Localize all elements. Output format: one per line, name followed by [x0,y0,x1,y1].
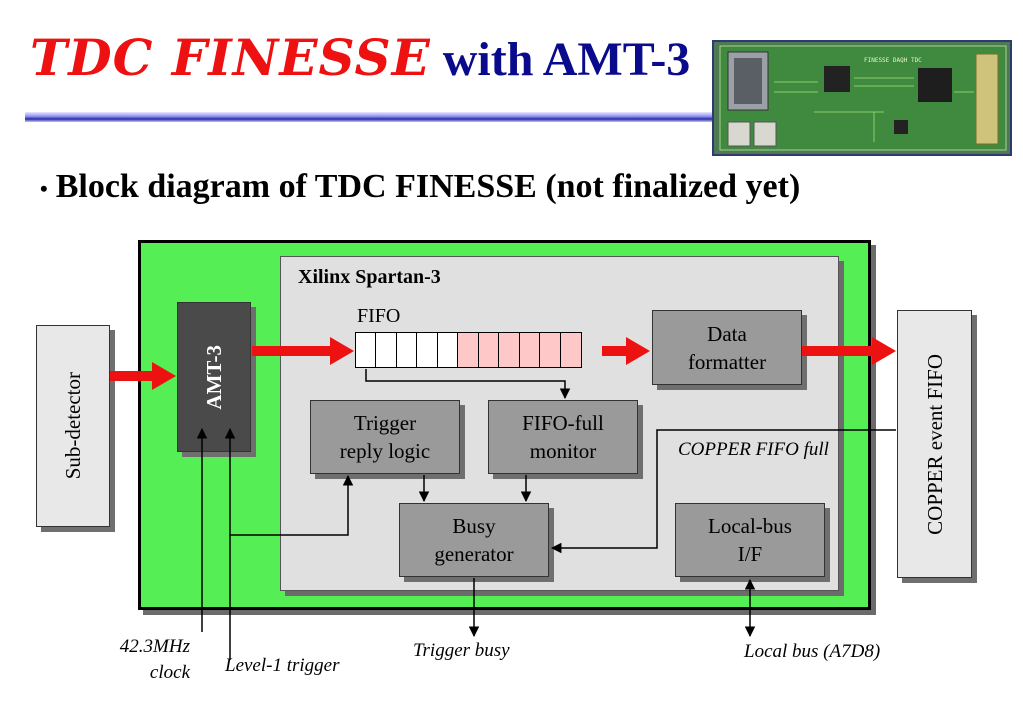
fifo-cell-filled [559,332,582,368]
clock-label-line1: 42.3MHz [119,636,190,657]
title-accent: TDC FINESSE [30,28,431,87]
busy-generator-box: Busy generator [399,503,549,577]
local-bus-if-box: Local-bus I/F [675,503,825,577]
pcb-illustration: FINESSE DAQH TDC [714,42,1010,154]
pcb-silkscreen-text: FINESSE DAQH TDC [864,57,922,64]
bullet-text: Block diagram of TDC FINESSE (not finali… [55,168,801,205]
data-formatter-line2: formatter [687,349,767,374]
clock-label-line2: clock [149,662,190,683]
red-arrow-formatter-copper [802,337,896,365]
trigger-reply-box: Trigger reply logic [310,400,460,474]
fpga-label: Xilinx Spartan-3 [298,266,441,288]
data-formatter-box: Data formatter [652,310,802,385]
bullet-dot: • [40,176,48,202]
clock-label: 42.3MHz clock [102,634,190,686]
copper-fifo-full-label: COPPER FIFO full [678,439,829,460]
wire-level1-to-reply [230,474,354,536]
trigger-busy-label: Trigger busy [413,640,510,661]
bullet-line: • Block diagram of TDC FINESSE (not final… [40,168,800,206]
wire-copper-full-to-busy [550,429,896,554]
fifo-full-monitor-box: FIFO-full monitor [488,400,638,474]
level1-trigger-label: Level-1 trigger [225,655,340,676]
fifo-full-line2: monitor [529,439,597,463]
local-bus-if-line1: Local-bus [708,514,792,538]
trigger-reply-line2: reply logic [339,439,431,463]
copper-fifo-box: COPPER event FIFO [897,310,972,578]
local-bus-label: Local bus (A7D8) [744,641,881,662]
sub-detector-box: Sub-detector [36,325,110,527]
title-underline [25,112,725,122]
data-flow-arrows [110,337,896,390]
fifo-full-line1: FIFO-full [522,411,604,435]
red-arrow-fifo-formatter [602,337,650,365]
amt3-chip: AMT-3 [177,302,251,452]
fifo-buffer [354,332,582,368]
red-arrow-subdetector-amt3 [110,362,176,390]
trigger-reply-line1: Trigger [353,411,417,435]
local-bus-if-line2: I/F [737,542,763,566]
red-arrow-amt3-fifo [252,337,354,365]
data-formatter-line1: Data [707,321,747,346]
fifo-label: FIFO [357,305,401,327]
board-photo: FINESSE DAQH TDC [712,40,1012,156]
wire-fifo-to-monitor [365,369,571,400]
busy-generator-line2: generator [434,542,514,566]
title-main: with AMT-3 [442,33,691,86]
busy-generator-line1: Busy [452,514,496,538]
